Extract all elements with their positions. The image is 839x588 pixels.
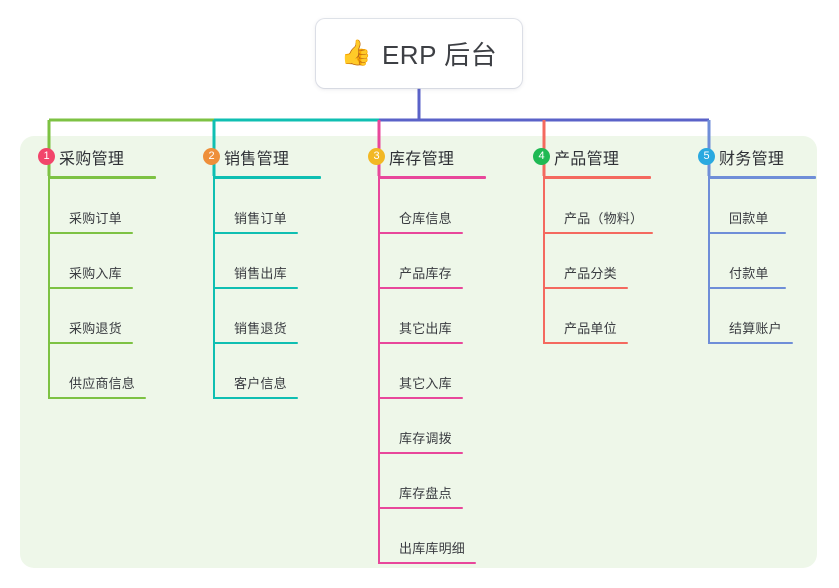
column-badge-3: 3 [368,148,385,165]
leaf-item-rule [213,287,298,289]
leaf-item-rule [378,562,476,564]
leaf-item-label: 供应商信息 [69,376,136,391]
root-node[interactable]: 👍 ERP 后台 [316,19,522,88]
leaf-item-label: 回款单 [729,211,769,226]
leaf-item[interactable]: 出库库明细 [368,524,486,564]
leaf-item-rule [543,287,628,289]
leaf-item-rule [213,232,298,234]
leaf-item-label: 产品（物料） [564,211,644,226]
leaf-item[interactable]: 库存调拨 [368,414,473,454]
column-title-1: 采购管理 [59,151,125,168]
leaf-item[interactable]: 供应商信息 [38,359,156,399]
leaf-item[interactable]: 销售订单 [203,194,308,234]
leaf-item-label: 客户信息 [234,376,287,391]
column-header-rule-1 [48,176,156,179]
leaf-item-rule [378,287,463,289]
leaf-item-rule [213,397,298,399]
leaf-item[interactable]: 采购入库 [38,249,143,289]
leaf-item[interactable]: 仓库信息 [368,194,473,234]
leaf-item-label: 出库库明细 [399,541,466,556]
leaf-item-rule [213,342,298,344]
column-badge-4: 4 [533,148,550,165]
column-header-rule-2 [213,176,321,179]
leaf-item[interactable]: 采购订单 [38,194,143,234]
leaf-item[interactable]: 产品（物料） [533,194,663,234]
column-title-5: 财务管理 [719,151,785,168]
leaf-item[interactable]: 销售退货 [203,304,308,344]
diagram-background-panel [20,136,817,568]
leaf-item-label: 其它入库 [399,376,452,391]
leaf-item[interactable]: 产品单位 [533,304,638,344]
leaf-item[interactable]: 结算账户 [698,304,803,344]
leaf-item-rule [48,342,133,344]
column-title-3: 库存管理 [389,151,455,168]
leaf-item-rule [543,232,653,234]
leaf-item-label: 库存调拨 [399,431,452,446]
column-title-4: 产品管理 [554,151,620,168]
root-node-label: ERP 后台 [381,40,498,70]
leaf-item-rule [708,232,786,234]
leaf-item-label: 其它出库 [399,321,452,336]
leaf-item[interactable]: 其它入库 [368,359,473,399]
leaf-item-label: 结算账户 [729,321,782,336]
leaf-item-label: 付款单 [729,266,769,281]
column-header-rule-3 [378,176,486,179]
leaf-item-label: 销售退货 [234,321,287,336]
leaf-item-rule [48,287,133,289]
leaf-item-label: 产品库存 [399,266,452,281]
leaf-item[interactable]: 产品分类 [533,249,638,289]
leaf-item[interactable]: 付款单 [698,249,796,289]
leaf-item[interactable]: 其它出库 [368,304,473,344]
leaf-item-label: 采购入库 [69,266,122,281]
leaf-item-rule [378,342,463,344]
leaf-item-label: 销售出库 [234,266,287,281]
leaf-item-label: 采购订单 [69,211,122,226]
leaf-item-label: 产品分类 [564,266,617,281]
leaf-item-rule [708,287,786,289]
leaf-item-rule [378,452,463,454]
leaf-item-rule [378,232,463,234]
leaf-item-label: 产品单位 [564,321,617,336]
leaf-item-rule [543,342,628,344]
leaf-item-rule [48,232,133,234]
leaf-item-rule [708,342,793,344]
column-badge-5: 5 [698,148,715,165]
leaf-item-label: 采购退货 [69,321,122,336]
leaf-item[interactable]: 采购退货 [38,304,143,344]
root-node-content: 👍 ERP 后台 [341,35,497,72]
leaf-item[interactable]: 库存盘点 [368,469,473,509]
thumbs-up-icon: 👍 [340,39,372,67]
column-title-2: 销售管理 [224,151,290,168]
leaf-item-rule [48,397,146,399]
column-badge-2: 2 [203,148,220,165]
leaf-item-label: 仓库信息 [399,211,452,226]
leaf-item[interactable]: 销售出库 [203,249,308,289]
leaf-item[interactable]: 客户信息 [203,359,308,399]
leaf-item-label: 销售订单 [234,211,287,226]
leaf-item-rule [378,397,463,399]
column-header-rule-5 [708,176,816,179]
column-badge-1: 1 [38,148,55,165]
leaf-item-label: 库存盘点 [399,486,452,501]
column-header-rule-4 [543,176,651,179]
leaf-item-rule [378,507,463,509]
leaf-item[interactable]: 回款单 [698,194,796,234]
leaf-item[interactable]: 产品库存 [368,249,473,289]
